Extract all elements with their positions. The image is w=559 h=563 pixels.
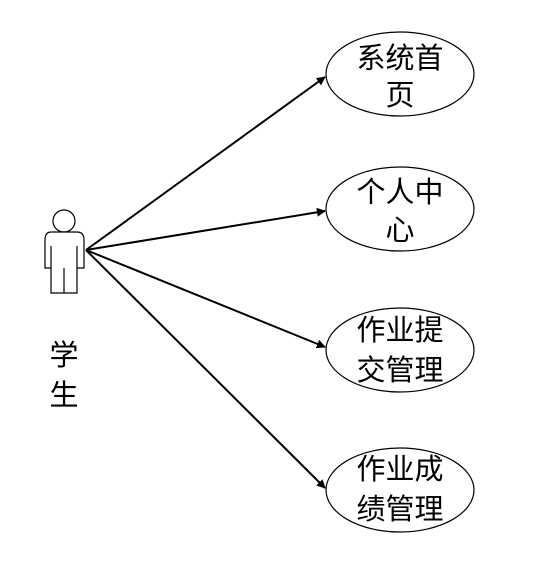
use-case-label-line1: 个人中: [356, 175, 443, 209]
use-case-ellipse: [325, 166, 475, 252]
association-arrow-3: [85, 249, 326, 349]
association-arrow-4: [85, 249, 326, 489]
use-case-ellipse: [325, 447, 475, 533]
actor-body: [44, 231, 85, 294]
actor-label-line2: 生: [49, 378, 78, 412]
use-case-label-line2: 心: [385, 213, 414, 247]
use-case-label-line2: 绩管理: [356, 492, 443, 526]
use-case-homework-grades: 作业成 绩管理: [325, 447, 475, 533]
use-case-personal-center: 个人中 心: [325, 166, 475, 252]
association-arrow-2: [85, 207, 326, 251]
use-case-ellipse: [325, 307, 475, 393]
use-case-label-line2: 交管理: [356, 353, 443, 387]
associations: [85, 76, 326, 489]
use-case-label-line1: 系统首: [356, 41, 443, 75]
use-case-label-line1: 作业成: [356, 452, 443, 486]
association-arrow-1: [85, 76, 326, 251]
use-case-label-line1: 作业提: [356, 313, 443, 347]
use-case-homework-submission: 作业提 交管理: [325, 307, 475, 393]
actor-head: [52, 209, 76, 233]
actor-label-line1: 学: [49, 338, 78, 372]
actor-student: 学 生: [44, 209, 85, 412]
use-case-label-line2: 页: [385, 78, 414, 112]
use-case-home: 系统首 页: [325, 31, 475, 117]
use-case-ellipse: [325, 31, 475, 117]
